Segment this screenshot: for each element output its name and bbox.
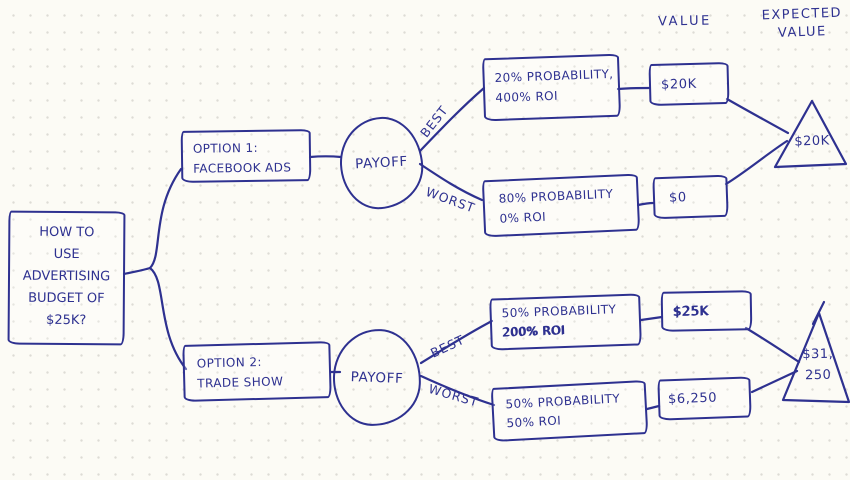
option-1-label-line1: OPTION 1:	[192, 140, 259, 156]
expected-value-2-line2: 250	[804, 367, 832, 384]
best-outcome-box-1: 20% PROBABILITY, 400% ROI	[481, 53, 622, 122]
best-branch-line-2	[419, 319, 494, 365]
root-to-option1-line	[148, 167, 183, 270]
best-outcome-2-line2: 200% ROI	[502, 323, 566, 340]
expected-value-triangle-2	[781, 311, 850, 404]
root-to-option2-line	[148, 266, 188, 371]
value-0-text: $0	[668, 189, 688, 206]
best2-to-value-line	[639, 315, 664, 322]
value-column-header: VALUE	[657, 13, 712, 30]
value-box-20k: $20K	[648, 61, 730, 107]
best-branch-line-1	[418, 86, 486, 153]
payoff-label-2: PAYOFF	[350, 368, 404, 387]
root-text-line: BUDGET OF	[28, 290, 105, 307]
expected-value-label-1: $20K	[794, 133, 830, 150]
value-box-0: $0	[652, 174, 729, 220]
value20k-to-triangle-line	[725, 97, 790, 135]
best1-to-value-line	[616, 86, 651, 91]
best-outcome-1-line2: 400% ROI	[495, 88, 559, 105]
root-text-line: USE	[53, 246, 80, 263]
expected-value-label-2: $31, 250	[794, 344, 843, 387]
payoff-label-1: PAYOFF	[354, 153, 409, 173]
worst1-to-value-line	[636, 201, 655, 207]
value0-to-triangle-line	[724, 139, 789, 186]
triangle-2-apex-stroke	[811, 300, 826, 326]
expected-value-2-line1: $31,	[802, 346, 834, 363]
value-25k-text: $25K	[672, 303, 709, 320]
root-text-line: HOW TO	[39, 224, 95, 241]
expected-value-triangle-1	[773, 99, 848, 169]
option-2-node: OPTION 2: TRADE SHOW	[182, 341, 332, 402]
root-text-line: $25K?	[46, 312, 87, 329]
value-20k-text: $20K	[660, 76, 697, 93]
root-question-node: HOW TO USE ADVERTISING BUDGET OF $25K?	[7, 210, 126, 346]
option-2-label-line2: TRADE SHOW	[197, 374, 284, 391]
worst-outcome-box-1: 80% PROBABILITY 0% ROI	[481, 173, 641, 238]
worst-branch-line-2	[419, 374, 496, 407]
expected-value-column-header: EXPECTED VALUE	[761, 5, 842, 44]
expected-value-header-line1: EXPECTED	[761, 5, 843, 24]
value-box-25k: $25K	[660, 290, 753, 332]
option-1-label-line2: FACEBOOK ADS	[193, 160, 292, 176]
option-1-node: OPTION 1: FACEBOOK ADS	[180, 129, 312, 183]
option1-to-payoff-line	[308, 155, 343, 159]
best-outcome-box-2: 50% PROBABILITY 200% ROI	[489, 293, 642, 351]
worst-branch-line-1	[418, 162, 484, 202]
worst-outcome-box-2: 50% PROBABILITY 50% ROI	[490, 379, 649, 443]
value-box-6250: $6,250	[657, 376, 752, 421]
root-text-line: ADVERTISING	[22, 268, 111, 285]
expected-value-header-line2: VALUE	[777, 24, 827, 41]
root-fork-stub-line	[122, 266, 152, 276]
value-6250-text: $6,250	[667, 390, 718, 408]
value25k-to-triangle-line	[744, 326, 801, 364]
worst2-to-value-line	[645, 404, 661, 411]
